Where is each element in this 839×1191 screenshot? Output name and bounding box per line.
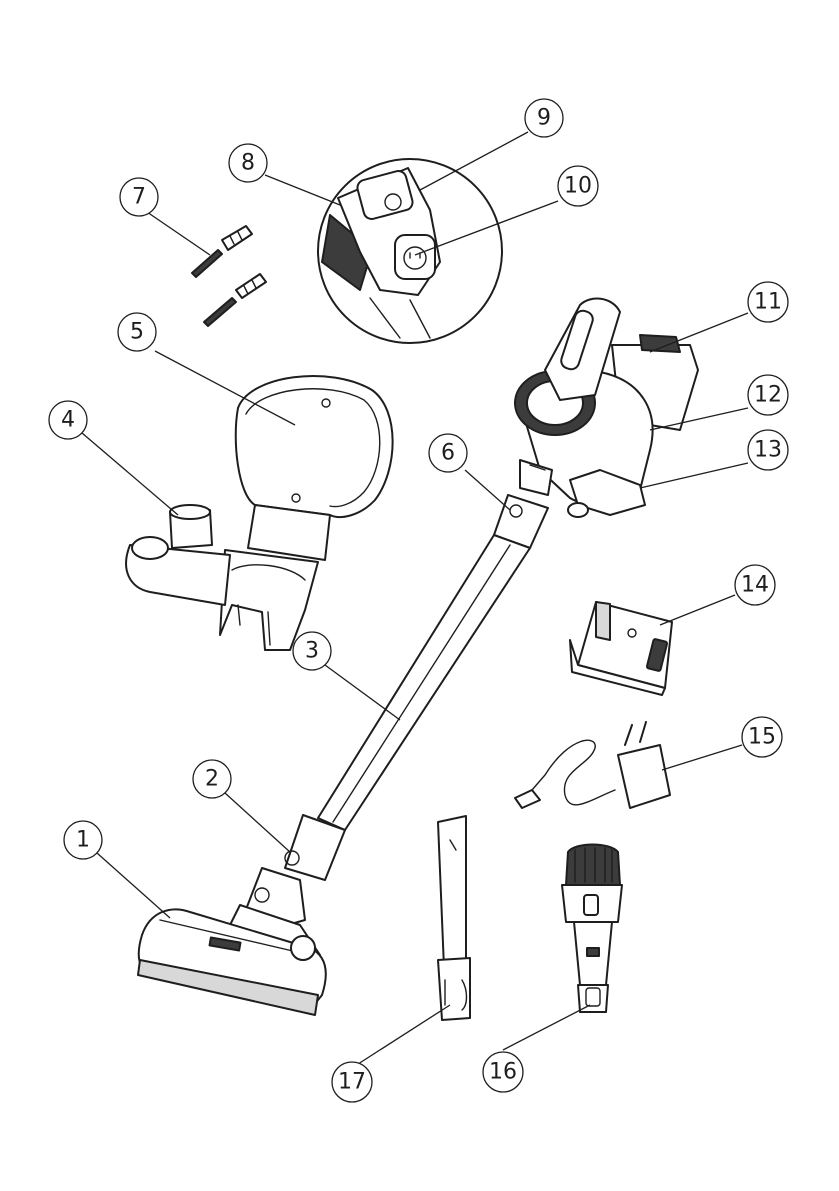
svg-text:2: 2 — [205, 767, 219, 792]
main-motor-unit — [515, 299, 698, 517]
svg-text:11: 11 — [754, 290, 782, 315]
callout-6: 6 — [429, 434, 467, 472]
callout-10: 10 — [558, 166, 598, 206]
callout-9: 9 — [525, 99, 563, 137]
control-panel-detail — [318, 159, 502, 343]
callout-14: 14 — [735, 565, 775, 605]
callout-5: 5 — [118, 313, 156, 351]
callout-13: 13 — [748, 430, 788, 470]
svg-text:17: 17 — [338, 1070, 366, 1095]
svg-text:9: 9 — [537, 106, 551, 131]
svg-text:14: 14 — [741, 573, 769, 598]
svg-text:6: 6 — [441, 441, 455, 466]
callout-4: 4 — [49, 401, 87, 439]
svg-text:12: 12 — [754, 383, 782, 408]
callout-1: 1 — [64, 821, 102, 859]
svg-text:8: 8 — [241, 151, 255, 176]
svg-text:1: 1 — [76, 828, 90, 853]
callout-15: 15 — [742, 717, 782, 757]
callout-8: 8 — [229, 144, 267, 182]
svg-text:5: 5 — [130, 320, 144, 345]
svg-text:16: 16 — [489, 1060, 517, 1085]
callout-11: 11 — [748, 282, 788, 322]
callout-7: 7 — [120, 178, 158, 216]
callout-16: 16 — [483, 1052, 523, 1092]
crevice-tool — [438, 816, 470, 1020]
charger-adapter — [515, 722, 670, 808]
svg-text:4: 4 — [61, 408, 75, 433]
battery-pack — [570, 602, 672, 695]
svg-text:10: 10 — [564, 174, 592, 199]
callout-3: 3 — [293, 632, 331, 670]
callout-12: 12 — [748, 375, 788, 415]
svg-text:13: 13 — [754, 438, 782, 463]
callout-2: 2 — [193, 760, 231, 798]
svg-text:3: 3 — [305, 639, 319, 664]
floor-brush-head — [138, 868, 326, 1015]
wall-mount-bracket — [126, 376, 393, 650]
brush-tool — [562, 845, 622, 1013]
callout-17: 17 — [332, 1062, 372, 1102]
svg-text:7: 7 — [132, 185, 146, 210]
svg-text:15: 15 — [748, 725, 776, 750]
screws-and-wall-plugs — [192, 226, 266, 326]
